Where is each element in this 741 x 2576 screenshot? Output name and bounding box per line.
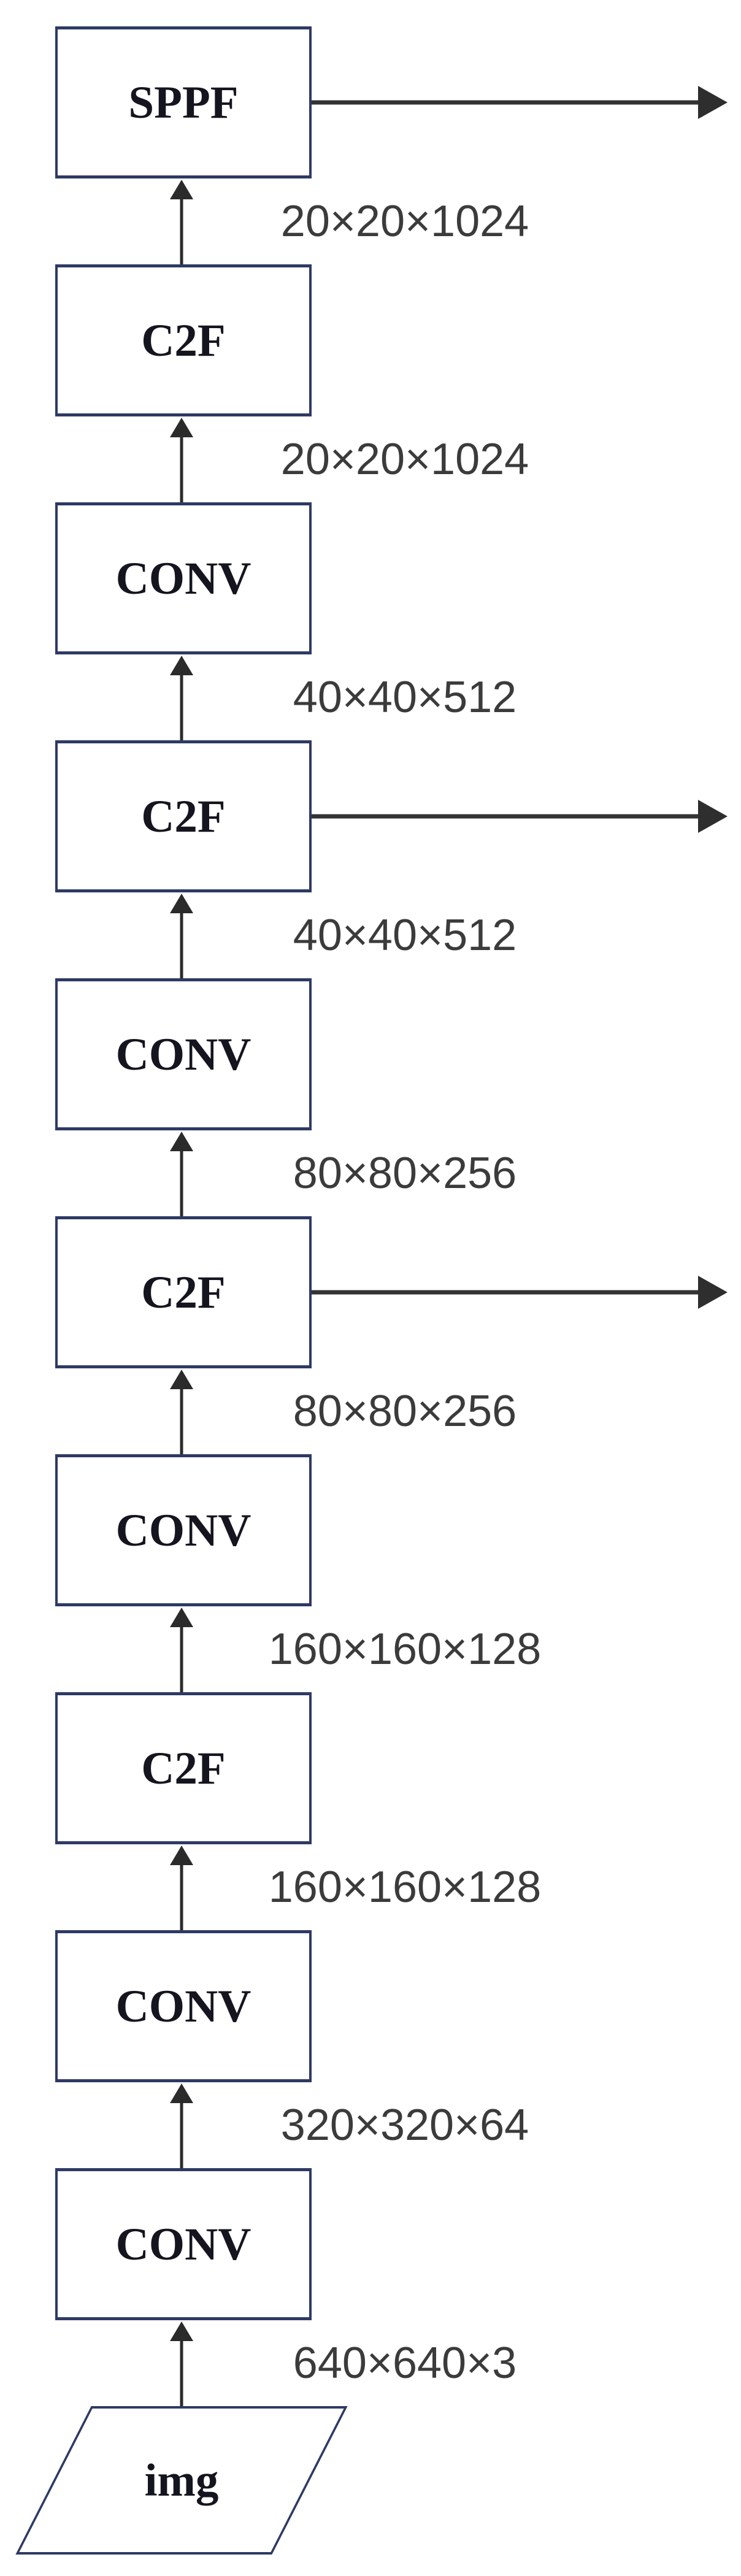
node-sppf: SPPF	[55, 26, 312, 178]
edge-label-9: 640×640×3	[293, 2339, 517, 2388]
node-c2f-160: C2F	[55, 1692, 312, 1844]
edge-label-7: 160×160×128	[268, 1863, 542, 1912]
node-conv-320: CONV	[55, 2168, 312, 2320]
node-conv-40: CONV	[55, 978, 312, 1130]
output-arrow-sppf	[312, 86, 728, 119]
output-arrow-c2f-40	[312, 800, 728, 833]
node-c2f-20-label: C2F	[141, 315, 226, 366]
node-sppf-label: SPPF	[128, 77, 239, 128]
node-c2f-40-label: C2F	[141, 791, 226, 842]
output-arrow-c2f-80	[312, 1276, 728, 1309]
flow-arrow-c2f80-to-conv40	[170, 1132, 193, 1216]
flow-arrow-conv160-to-c2f160	[170, 1846, 193, 1930]
node-img-label-holder: img	[53, 2406, 310, 2555]
edge-label-5: 80×80×256	[293, 1387, 517, 1436]
node-c2f-80: C2F	[55, 1216, 312, 1368]
flow-arrow-conv320-to-conv160	[170, 2083, 193, 2168]
node-conv-20: CONV	[55, 502, 312, 654]
edge-label-2: 40×40×512	[293, 673, 517, 722]
node-conv-40-label: CONV	[115, 1029, 251, 1080]
flow-arrow-c2f20-to-sppf	[170, 180, 193, 264]
flow-arrow-conv80-to-c2f80	[170, 1370, 193, 1454]
edge-label-3: 40×40×512	[293, 911, 517, 960]
node-c2f-80-label: C2F	[141, 1267, 226, 1318]
node-c2f-40: C2F	[55, 740, 312, 892]
node-conv-160: CONV	[55, 1930, 312, 2082]
edge-label-1: 20×20×1024	[280, 435, 529, 484]
flow-arrow-img-to-conv320	[170, 2321, 193, 2406]
flow-arrow-conv40-to-c2f40	[170, 894, 193, 978]
node-img-label: img	[144, 2455, 219, 2506]
node-conv-160-label: CONV	[115, 1980, 251, 2032]
node-conv-20-label: CONV	[115, 553, 251, 604]
edge-label-8: 320×320×64	[280, 2101, 529, 2150]
edge-label-6: 160×160×128	[268, 1625, 542, 1674]
node-c2f-20: C2F	[55, 264, 312, 416]
node-conv-80: CONV	[55, 1454, 312, 1606]
node-conv-80-label: CONV	[115, 1505, 251, 1556]
flow-arrow-conv20-to-c2f20	[170, 418, 193, 502]
node-c2f-160-label: C2F	[141, 1742, 226, 1794]
edge-label-4: 80×80×256	[293, 1149, 517, 1198]
flow-arrow-c2f40-to-conv20	[170, 656, 193, 740]
node-conv-320-label: CONV	[115, 2218, 251, 2270]
flow-arrow-c2f160-to-conv80	[170, 1608, 193, 1692]
edge-label-0: 20×20×1024	[280, 197, 529, 246]
